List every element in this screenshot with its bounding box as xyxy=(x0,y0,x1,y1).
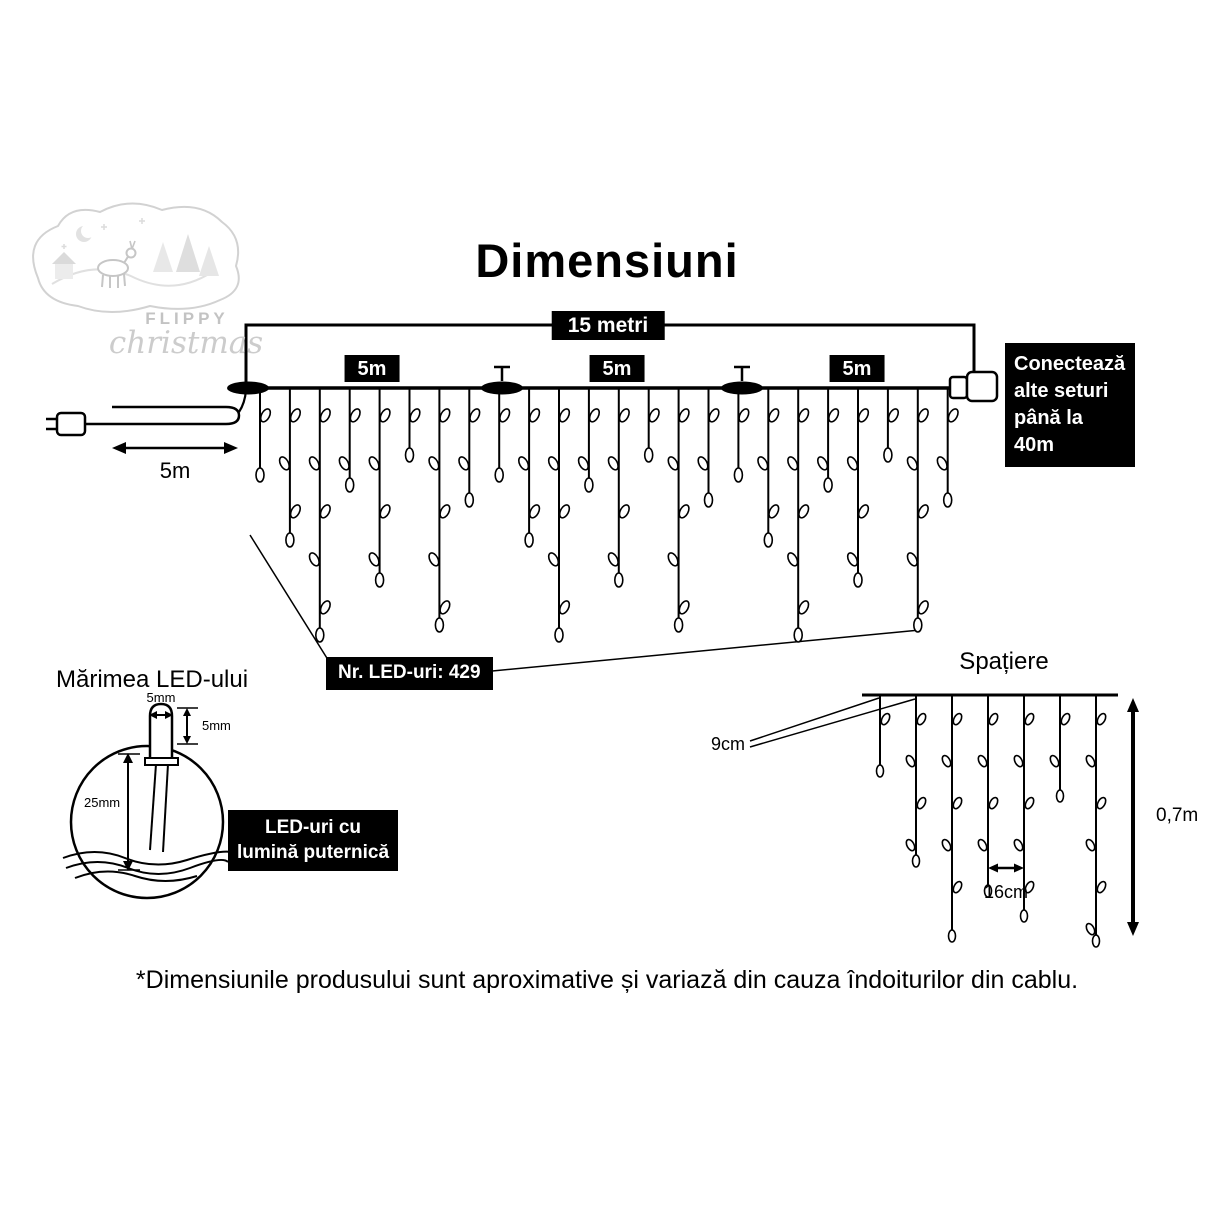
footnote: *Dimensiunile produsului sunt aproximati… xyxy=(135,966,1079,994)
led-size-heading: Mărimea LED-ului xyxy=(56,666,249,693)
logo-brand-text: FLIPPY xyxy=(145,309,229,328)
connector-icon xyxy=(227,381,269,395)
drop-gap-label: 9cm xyxy=(711,734,746,754)
tip-height-arrow xyxy=(177,707,198,745)
page-title: Dimensiuni xyxy=(475,234,739,287)
pointer-line xyxy=(749,698,916,748)
end-socket-icon xyxy=(965,370,999,403)
stars-icon xyxy=(61,218,145,249)
pointer-line xyxy=(481,629,921,673)
segment-label-1: 5m xyxy=(344,355,400,382)
power-plug-icon xyxy=(46,411,87,437)
body-length-label: 25mm xyxy=(84,795,121,810)
lead-length-label: 5m xyxy=(159,458,191,483)
tip-width-arrow xyxy=(149,711,173,719)
pointer-line xyxy=(249,534,331,664)
tip-height-label: 5mm xyxy=(202,718,231,733)
spacing-heading: Spațiere xyxy=(959,648,1049,675)
pointer-line xyxy=(749,697,880,742)
led-count-badge: Nr. LED-uri: 429 xyxy=(326,657,493,690)
end-plug-icon xyxy=(948,375,969,400)
total-length-label: 15 metri xyxy=(551,311,665,340)
led-detail-circle xyxy=(69,744,225,900)
logo-script-text: christmas xyxy=(108,325,264,361)
segment-label-3: 5m xyxy=(829,355,885,382)
drop-length-arrow xyxy=(1127,698,1139,936)
connect-sets-note: Conectează alte seturi până la 40m xyxy=(1005,343,1135,467)
drop-length-label: 0,7m xyxy=(1156,805,1199,826)
tree-icon xyxy=(153,242,173,272)
body-length-arrow xyxy=(118,753,140,871)
lead-length-arrow xyxy=(112,442,238,454)
led-callout: LED-uri cu lumină puternică xyxy=(228,810,398,872)
twisted-cable-icon xyxy=(62,850,232,882)
segment-label-2: 5m xyxy=(589,355,645,382)
led-bulb-icon xyxy=(144,702,179,766)
bulb-gap-arrow xyxy=(988,863,1024,873)
logo-art xyxy=(32,202,240,313)
bulb-gap-label: 16cm xyxy=(983,882,1029,902)
deer-icon xyxy=(97,240,137,288)
tip-width-label: 5mm xyxy=(146,690,176,705)
connector-icon xyxy=(481,381,523,395)
connector-icon xyxy=(721,381,763,395)
house-icon xyxy=(52,252,76,264)
